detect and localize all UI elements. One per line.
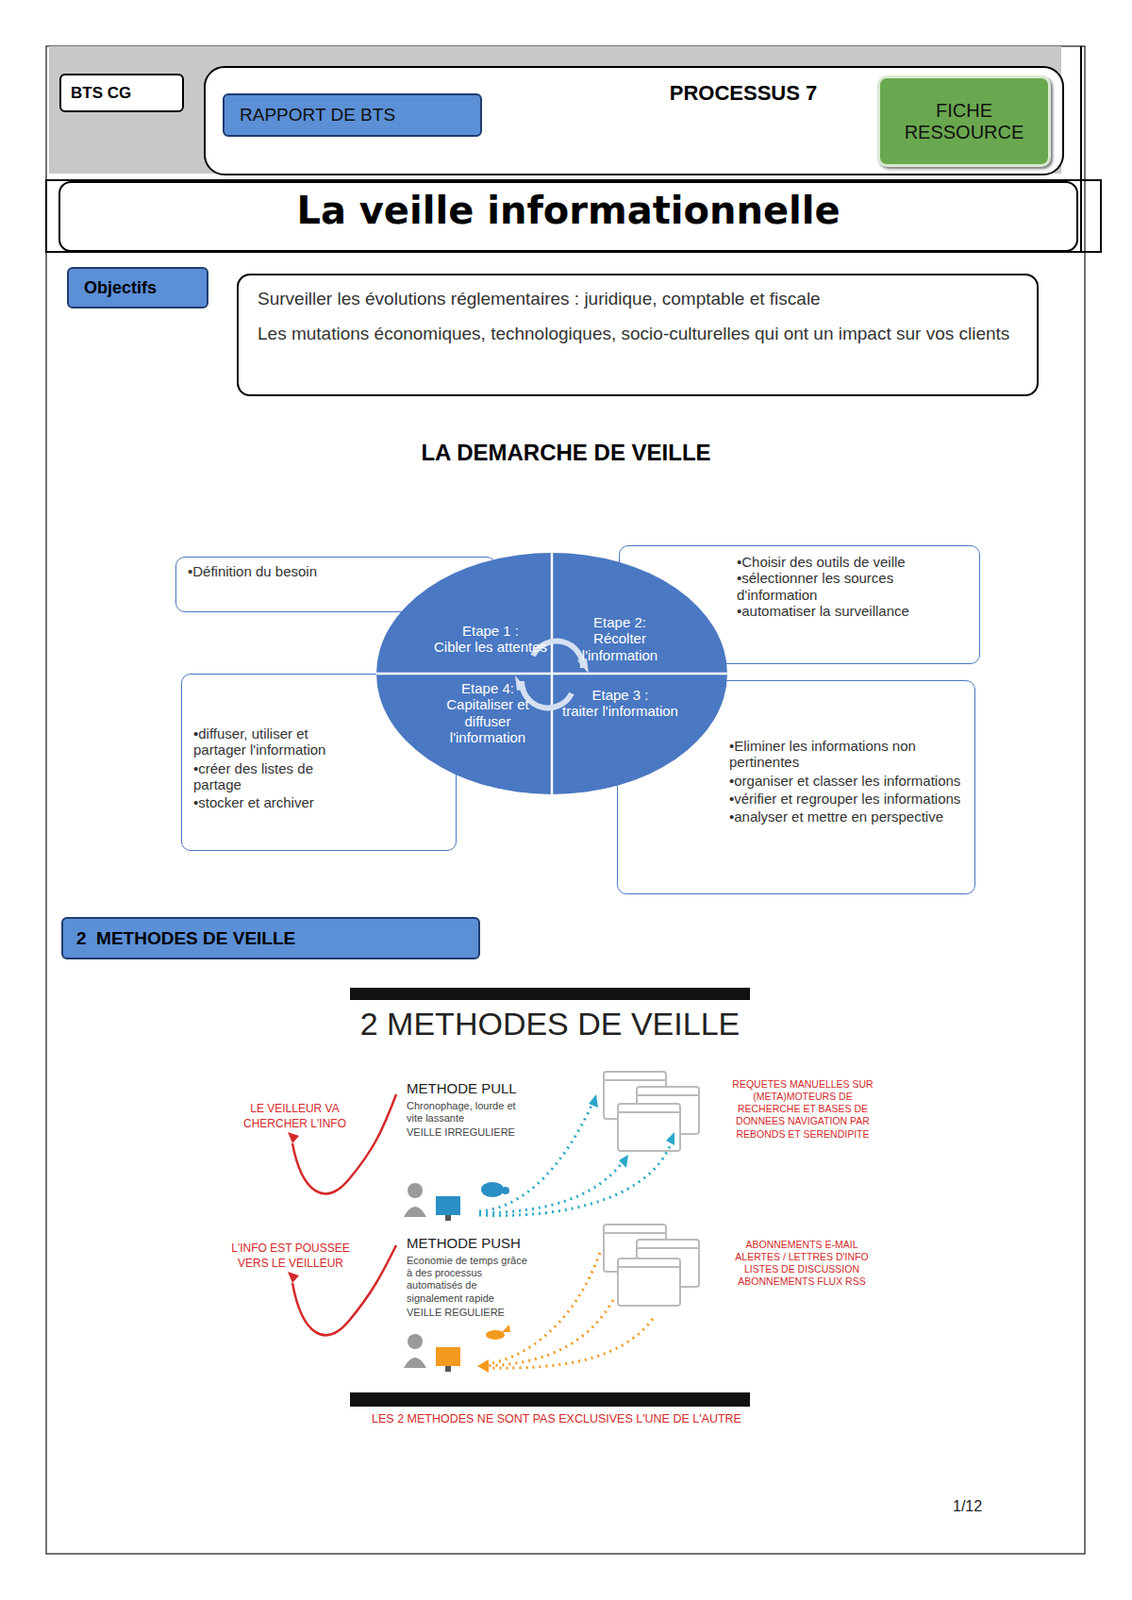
box-text: Récolter l'information: [553, 630, 686, 664]
page-title: La veille informationnelle: [59, 188, 1078, 233]
box-text: Cibler les attentes: [433, 638, 548, 655]
box-text: traiter l'information: [562, 702, 679, 719]
header-tag: RAPPORT DE BTS: [222, 93, 483, 137]
box-text: •automatiser la surveillance: [736, 602, 968, 619]
note: L'INFO EST POUSSEE VERS LE VEILLEUR: [218, 1241, 363, 1271]
box-text: •analyser et mettre en perspective: [729, 808, 966, 825]
box-text: Surveiller les évolutions réglementaires…: [257, 288, 1018, 311]
note: VEILLE IRREGULIERE: [406, 1126, 558, 1138]
box-text: 2 METHODES DE VEILLE: [76, 928, 296, 949]
box-text: Objectifs: [83, 278, 157, 299]
note: Chronophage, lourde et vite lassante: [406, 1099, 530, 1125]
note: Economie de temps grâce à des processus …: [406, 1254, 530, 1305]
box-text: •organiser et classer les informations: [729, 772, 966, 789]
box-text: •diffuser, utiliser et partager l'inform…: [193, 725, 362, 759]
box-text: PROCESSUS 7: [601, 81, 885, 106]
method-name: METHODE PUSH: [406, 1234, 558, 1251]
box-text: •sélectionner les sources d'information: [736, 569, 968, 603]
box-text: FICHE RESSOURCE: [880, 99, 1049, 144]
box-text: •Choisir des outils de veille: [736, 553, 968, 570]
step-heading: Etape 1 :: [462, 622, 519, 639]
box-text: •créer des listes de partage: [193, 760, 362, 794]
box-text: Les mutations économiques, technologique…: [257, 323, 1018, 346]
note: ABONNEMENTS E-MAIL ALERTES / LETTRES D'I…: [726, 1238, 878, 1289]
note: LE VEILLEUR VA CHERCHER L'INFO: [226, 1101, 364, 1132]
objectives-box: Surveiller les évolutions réglementaires…: [236, 273, 1039, 397]
box-text: BTS CG: [70, 83, 132, 103]
section-tag: 2 METHODES DE VEILLE: [61, 916, 481, 960]
method-name: METHODE PULL: [406, 1080, 558, 1097]
step-heading: Etape 3 :: [591, 686, 649, 703]
note: VEILLE REGULIERE: [406, 1306, 558, 1318]
note: LES 2 METHODES NE SONT PAS EXCLUSIVES L'…: [311, 1412, 802, 1426]
header-box: PROCESSUS 7 RAPPORT DE BTS FICHE RESSOURCE: [203, 66, 1065, 176]
box-text: •vérifier et regrouper les informations: [729, 790, 966, 807]
step-heading: Etape 2:: [593, 614, 647, 631]
cycle-quadrant: Etape 2:Récolter l'information: [553, 603, 686, 674]
box-text: Capitaliser et diffuser l'information: [426, 696, 550, 746]
box-text: RAPPORT DE BTS: [239, 104, 396, 126]
box-text: •stocker et archiver: [193, 794, 362, 811]
cycle-quadrant: Etape 3 :traiter l'information: [556, 681, 684, 748]
section-tag: Objectifs: [66, 266, 209, 309]
step-heading: Etape 4:: [461, 680, 515, 697]
box-text: •Eliminer les informations non pertinent…: [729, 737, 966, 771]
cycle-quadrant: Etape 4:Capitaliser et diffuser l'inform…: [426, 676, 550, 766]
note: REQUETES MANUELLES SUR (META)MOTEURS DE …: [722, 1078, 883, 1141]
page-number: 1/12: [952, 1498, 1019, 1515]
section-heading: LA DEMARCHE DE VEILLE: [283, 439, 849, 467]
illustration-heading: 2 METHODES DE VEILLE: [349, 1005, 750, 1043]
header-tag: BTS CG: [59, 73, 184, 113]
box-text: •Définition du besoin: [187, 563, 484, 580]
resource-badge: FICHE RESSOURCE: [877, 75, 1051, 167]
cycle-quadrant: Etape 1 :Cibler les attentes: [430, 603, 551, 674]
